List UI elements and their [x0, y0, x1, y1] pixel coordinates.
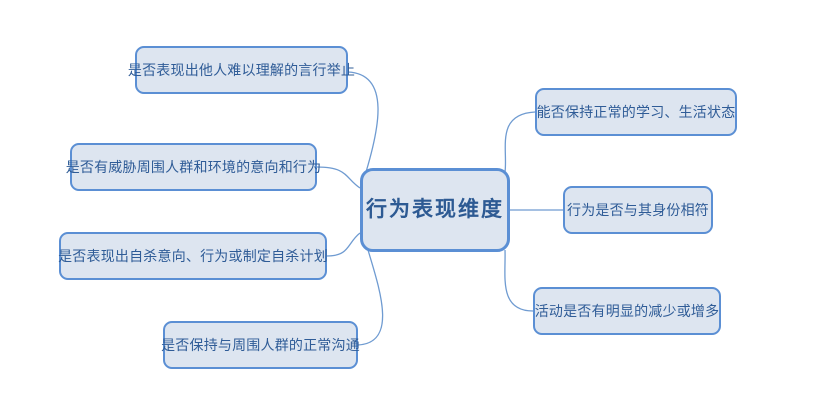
- connector-left-1: [347, 71, 379, 173]
- connector-left-3: [326, 232, 361, 257]
- central-node-label: 行为表现维度: [366, 197, 504, 221]
- connector-right-3: [504, 249, 534, 312]
- leaf-node-right-1[interactable]: 能否保持正常的学习、生活状态: [535, 88, 737, 136]
- leaf-node-right-2[interactable]: 行为是否与其身份相符: [563, 186, 713, 234]
- leaf-node-left-1-label: 是否表现出他人难以理解的言行举止: [127, 61, 356, 78]
- connector-left-2: [316, 166, 361, 189]
- leaf-node-right-1-label: 能否保持正常的学习、生活状态: [536, 103, 736, 120]
- central-node[interactable]: 行为表现维度: [360, 168, 510, 252]
- leaf-node-left-4[interactable]: 是否保持与周围人群的正常沟通: [161, 321, 360, 369]
- connector-right-1: [504, 111, 536, 173]
- leaf-node-left-4-label: 是否保持与周围人群的正常沟通: [161, 336, 360, 353]
- leaf-node-right-3[interactable]: 活动是否有明显的减少或增多: [533, 287, 721, 335]
- leaf-node-left-2-label: 是否有威胁周围人群和环境的意向和行为: [65, 158, 322, 175]
- connector-left-4: [357, 249, 384, 346]
- leaf-node-right-3-label: 活动是否有明显的减少或增多: [534, 302, 720, 319]
- leaf-node-left-3-label: 是否表现出自杀意向、行为或制定自杀计划: [58, 247, 328, 264]
- leaf-node-right-2-label: 行为是否与其身份相符: [567, 201, 709, 218]
- leaf-node-left-3[interactable]: 是否表现出自杀意向、行为或制定自杀计划: [58, 232, 328, 280]
- leaf-node-left-2[interactable]: 是否有威胁周围人群和环境的意向和行为: [66, 143, 321, 191]
- leaf-node-left-1[interactable]: 是否表现出他人难以理解的言行举止: [128, 46, 355, 94]
